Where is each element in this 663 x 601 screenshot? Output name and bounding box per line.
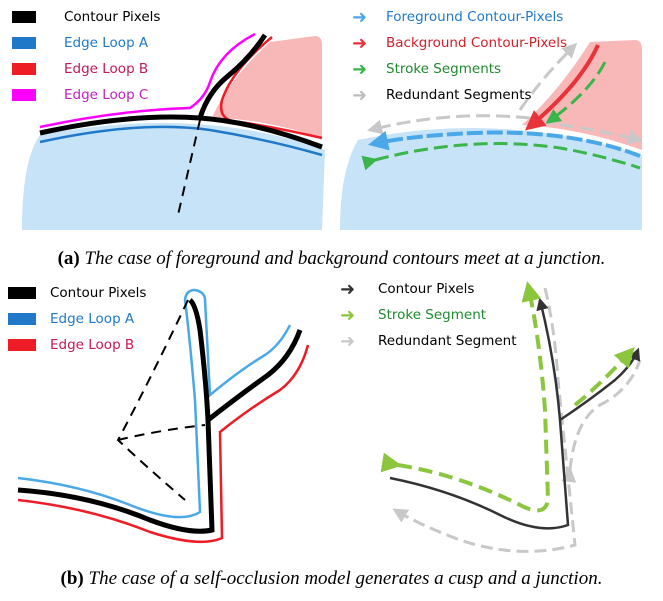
contour-pixels-line bbox=[39, 114, 323, 150]
caption-label: (b) bbox=[60, 568, 84, 589]
legend-label: Edge Loop B bbox=[64, 61, 149, 77]
edge-loop-a-line bbox=[39, 125, 323, 157]
stroke-segment-b-branch bbox=[573, 347, 635, 407]
contour-pixels-line-b-right bbox=[389, 297, 570, 530]
legend-item: Edge Loop A bbox=[8, 306, 146, 332]
legend-label: Foreground Contour-Pixels bbox=[386, 9, 564, 25]
redundant-segment-up bbox=[518, 42, 578, 111]
legend-swatch bbox=[12, 89, 36, 101]
legend-label: Edge Loop C bbox=[64, 87, 149, 103]
arrow-icon: ➜ bbox=[340, 304, 356, 325]
legend-item: Contour Pixels bbox=[12, 4, 160, 30]
background-fill bbox=[212, 36, 322, 138]
contour-pixels-branch bbox=[197, 33, 268, 119]
contour-pixels-line-b bbox=[17, 298, 215, 534]
contour-pixels-branch-b bbox=[206, 329, 303, 422]
arrow-icon: ➜ bbox=[340, 278, 356, 299]
foreground-fill bbox=[22, 123, 325, 230]
legend-label: Edge Loop A bbox=[64, 35, 149, 51]
legend-b-right: ➜ Contour Pixels ➜ Stroke Segment ➜ Redu… bbox=[340, 276, 517, 354]
edge-loop-a-line-b bbox=[17, 288, 292, 519]
legend-item: ➜ Background Contour-Pixels bbox=[352, 30, 567, 56]
foreground-fill-right bbox=[340, 128, 642, 230]
legend-item: Contour Pixels bbox=[8, 280, 146, 306]
legend-swatch bbox=[12, 37, 36, 49]
legend-label: Contour Pixels bbox=[378, 281, 475, 297]
legend-item: ➜ Contour Pixels bbox=[340, 276, 517, 302]
background-contour-arrow bbox=[524, 44, 600, 131]
panel-a-left-diagram bbox=[22, 32, 325, 230]
caption-text: The case of a self-occlusion model gener… bbox=[88, 568, 603, 589]
stroke-segment-lower bbox=[361, 142, 641, 171]
legend-label: Contour Pixels bbox=[64, 9, 161, 25]
redundant-branch-b bbox=[561, 359, 642, 483]
legend-swatch bbox=[8, 339, 36, 351]
legend-label: Contour Pixels bbox=[50, 285, 147, 301]
caption-label: (a) bbox=[57, 248, 80, 269]
redundant-outer-b bbox=[392, 287, 577, 553]
legend-item: Edge Loop B bbox=[12, 56, 160, 82]
legend-item: ➜ Redundant Segments bbox=[352, 82, 567, 108]
legend-a-right: ➜ Foreground Contour-Pixels ➜ Background… bbox=[352, 4, 567, 108]
redundant-segment-top bbox=[367, 114, 531, 135]
edge-loop-b-line-b bbox=[17, 344, 310, 544]
legend-b-left: Contour Pixels Edge Loop A Edge Loop B bbox=[8, 280, 146, 358]
legend-item: ➜ Stroke Segment bbox=[340, 302, 517, 328]
foreground-contour-arrow bbox=[368, 130, 641, 158]
arrow-icon: ➜ bbox=[352, 32, 368, 53]
legend-item: ➜ Stroke Segments bbox=[352, 56, 567, 82]
legend-item: Edge Loop C bbox=[12, 82, 160, 108]
legend-swatch bbox=[8, 313, 36, 325]
hidden-contour-dashed-b2 bbox=[117, 424, 206, 441]
legend-swatch bbox=[8, 287, 36, 299]
arrow-icon: ➜ bbox=[352, 84, 368, 105]
legend-item: ➜ Foreground Contour-Pixels bbox=[352, 4, 567, 30]
legend-label: Background Contour-Pixels bbox=[386, 35, 567, 51]
legend-swatch bbox=[12, 63, 36, 75]
legend-label: Redundant Segment bbox=[378, 333, 517, 349]
legend-item: ➜ Redundant Segment bbox=[340, 328, 517, 354]
legend-label: Edge Loop B bbox=[50, 337, 135, 353]
stroke-segment-b bbox=[380, 281, 551, 513]
legend-label: Edge Loop A bbox=[50, 311, 135, 327]
legend-a-left: Contour Pixels Edge Loop A Edge Loop B E… bbox=[12, 4, 160, 108]
legend-swatch bbox=[12, 11, 36, 23]
panel-b-left-diagram bbox=[17, 288, 310, 544]
panel-a-right-diagram bbox=[340, 40, 643, 230]
legend-label: Stroke Segments bbox=[386, 61, 502, 77]
edge-loop-c-line bbox=[39, 32, 256, 129]
caption-b: (b) The case of a self-occlusion model g… bbox=[0, 568, 663, 590]
caption-a: (a) The case of foreground and backgroun… bbox=[0, 248, 663, 270]
arrow-icon: ➜ bbox=[352, 6, 368, 27]
caption-text: The case of foreground and background co… bbox=[84, 248, 606, 269]
legend-label: Redundant Segments bbox=[386, 87, 532, 103]
legend-label: Stroke Segment bbox=[378, 307, 487, 323]
stroke-segment-upper bbox=[545, 61, 607, 124]
arrow-icon: ➜ bbox=[352, 58, 368, 79]
legend-item: Edge Loop A bbox=[12, 30, 160, 56]
legend-item: Edge Loop B bbox=[8, 332, 146, 358]
panel-b-right-diagram bbox=[380, 281, 642, 553]
arrow-icon: ➜ bbox=[340, 330, 356, 351]
